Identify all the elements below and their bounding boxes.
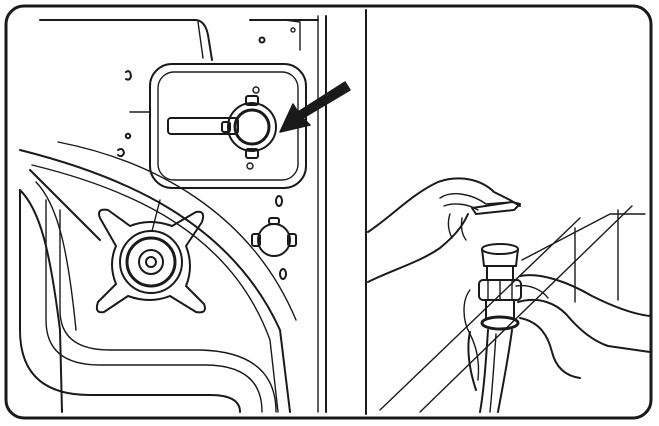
wall-edge — [574, 209, 619, 303]
screw-hole — [258, 36, 266, 44]
illustration-frame — [4, 4, 653, 420]
screw-hole — [125, 70, 132, 81]
screw-hole — [252, 86, 260, 94]
screw-hole — [124, 132, 132, 140]
cabinet-top-detail — [197, 19, 301, 59]
secondary-connector — [251, 195, 297, 280]
screw-hole — [246, 162, 254, 170]
pointer-arrow-icon — [279, 81, 351, 133]
cabinet-curved-panel — [19, 111, 297, 413]
small-fitting — [471, 201, 521, 215]
right-panel — [367, 177, 651, 413]
screw-hole — [117, 148, 125, 158]
hose-connector-icon — [221, 95, 277, 159]
screw-hole — [290, 27, 296, 33]
wall-edge — [521, 213, 646, 261]
wing-nut-icon — [95, 199, 206, 314]
left-panel — [19, 15, 351, 413]
wall-edge — [419, 205, 633, 413]
hose-fitting-icon — [478, 243, 522, 413]
connector-handle — [167, 117, 239, 135]
lower-hand — [463, 274, 651, 391]
upper-hand — [367, 177, 521, 283]
wall-edge — [379, 217, 581, 411]
cabinet-top-edge — [39, 19, 319, 61]
